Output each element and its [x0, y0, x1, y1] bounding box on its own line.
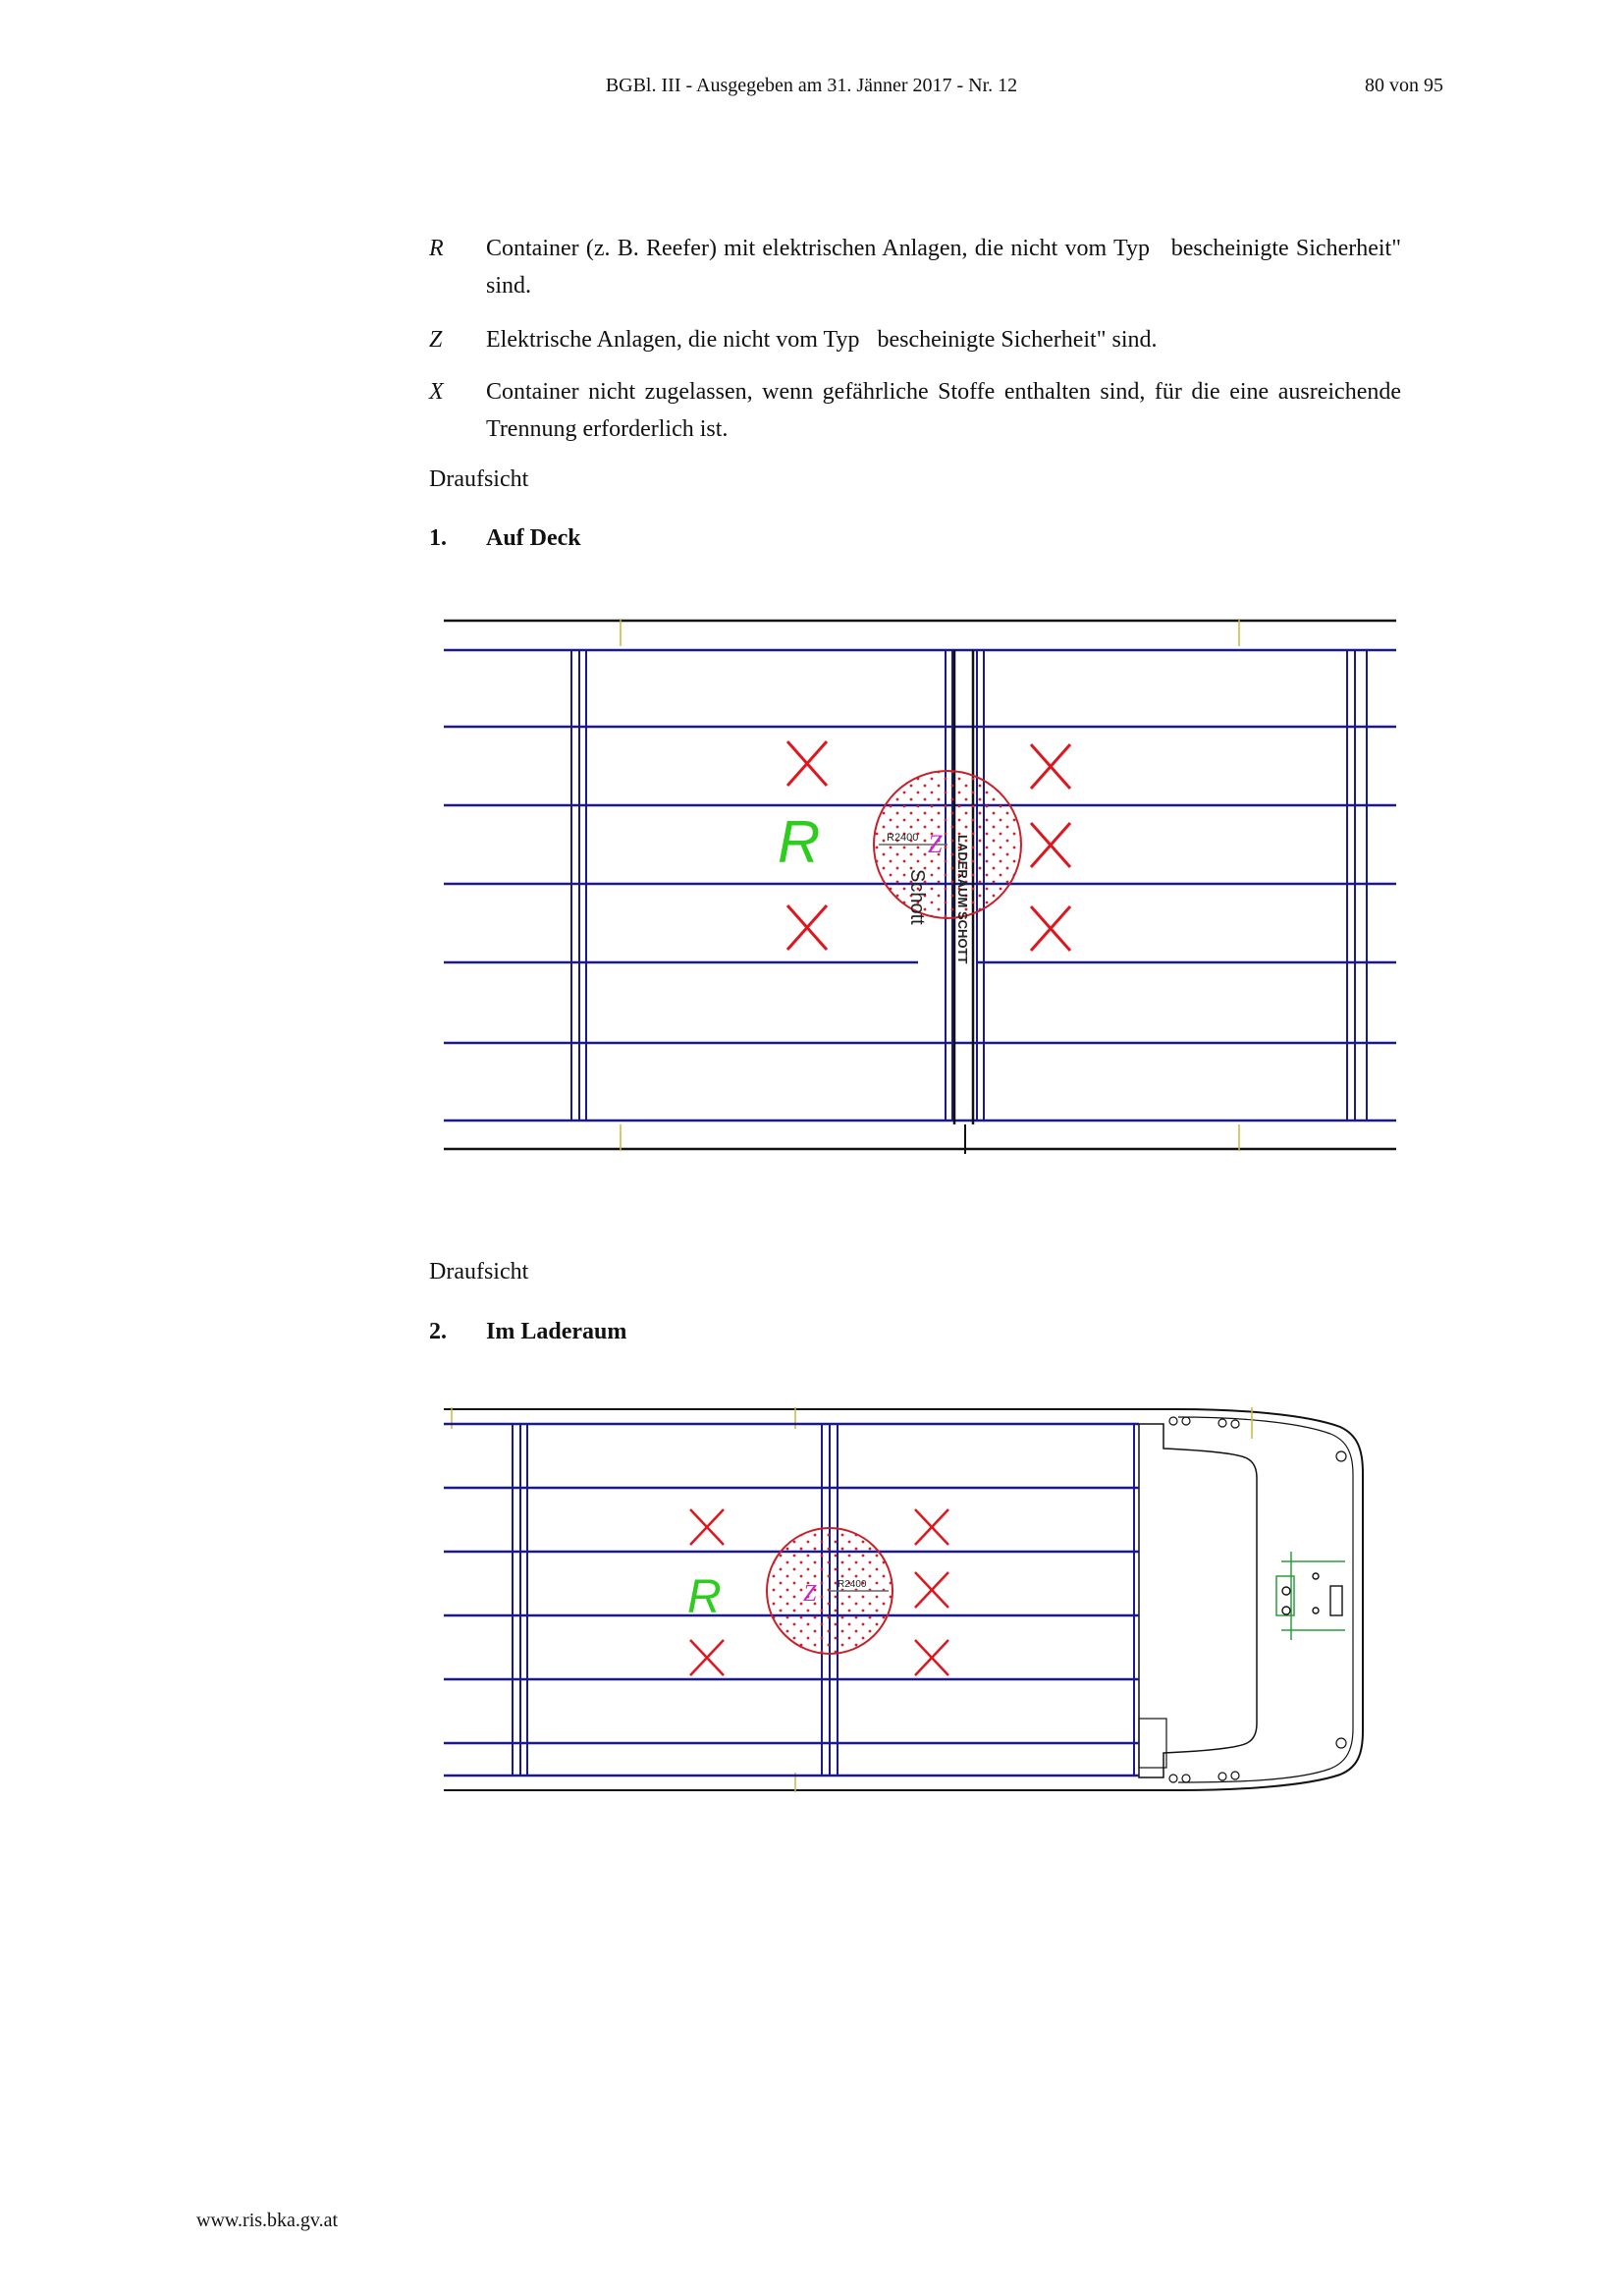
mark-r: R — [778, 809, 820, 875]
footer-url: www.ris.bka.gv.at — [196, 2210, 339, 2231]
deck-plan-drawing: R2400 Z LADERAUM SCHOTT Schott R — [444, 619, 1396, 1154]
hull-outline — [444, 1408, 1364, 1791]
radius-label: R2400 — [887, 832, 918, 844]
legend-symbol: X — [429, 379, 444, 405]
legend-symbol: Z — [429, 327, 443, 353]
legend-item-r: R Container (z. B. Reefer) mit elektrisc… — [429, 230, 1401, 304]
section-title: Im Laderaum — [486, 1319, 627, 1344]
mark-z: Z — [803, 1581, 817, 1607]
bulkhead-label: LADERAUM SCHOTT — [955, 835, 970, 963]
legend-item-x: X Container nicht zugelassen, wenn gefäh… — [429, 373, 1401, 448]
hold-plan-drawing: R2400 Z R — [444, 1407, 1364, 1792]
mark-r: R — [687, 1571, 722, 1623]
legend-text: Container nicht zugelassen, wenn gefährl… — [486, 379, 1401, 442]
legend-item-z: Z Elektrische Anlagen, die nicht vom Typ… — [429, 321, 1401, 358]
page-number: 80 von 95 — [1365, 75, 1443, 96]
section-number: 2. — [429, 1319, 447, 1344]
windlass-symbol — [1275, 1552, 1345, 1640]
view-label: Draufsicht — [429, 466, 529, 492]
mark-z: Z — [928, 830, 943, 858]
mark-x-group — [785, 740, 1072, 952]
legend-text: Elektrische Anlagen, die nicht vom Typ b… — [486, 327, 1158, 353]
radius-label: R2400 — [838, 1579, 867, 1590]
legend-symbol: R — [429, 236, 444, 261]
section-title: Auf Deck — [486, 525, 581, 551]
running-header: BGBl. III - Ausgegeben am 31. Jänner 201… — [605, 75, 1018, 96]
mark-x-group — [689, 1508, 949, 1676]
view-label: Draufsicht — [429, 1259, 529, 1285]
hull-inner-outline — [1177, 1416, 1354, 1783]
legend-text: Container (z. B. Reefer) mit elektrische… — [486, 236, 1401, 299]
deckhouse — [1138, 1423, 1258, 1778]
hatch — [1138, 1718, 1167, 1769]
schott-label: Schott — [906, 869, 928, 925]
section-number: 1. — [429, 525, 447, 551]
